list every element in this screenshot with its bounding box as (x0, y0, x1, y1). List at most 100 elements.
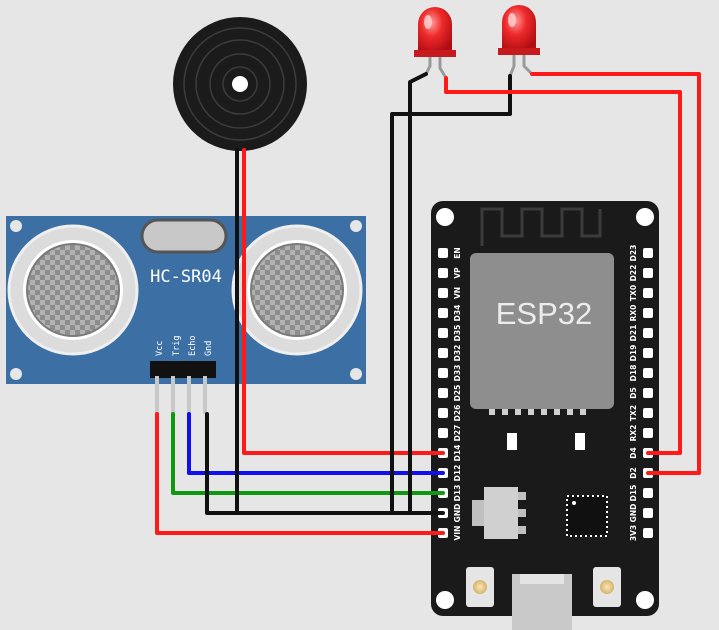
pin-pad-right-rx2[interactable] (643, 428, 653, 438)
mount-hole (436, 208, 454, 226)
pin-pad-right-d5[interactable] (643, 388, 653, 398)
pin-pad-left-d33[interactable] (438, 368, 448, 378)
wire-vcc-vin[interactable] (155, 412, 445, 535)
pin-pad-left-d32[interactable] (438, 348, 448, 358)
pin-label-left-d32: D32 (453, 345, 462, 362)
pin-vcc[interactable] (155, 376, 159, 414)
pin-label-left-d27: D27 (453, 425, 462, 442)
pin-pad-left-en[interactable] (438, 248, 448, 258)
led-2-body (502, 5, 536, 50)
pin-gnd[interactable] (203, 376, 207, 414)
pin-label-right-d2: D2 (629, 467, 638, 478)
pin-pad-left-d34[interactable] (438, 308, 448, 318)
pin-label-right-gnd: GND (629, 504, 638, 523)
pin-label-right-d19: D19 (629, 345, 638, 362)
pin-label-right-tx2: TX2 (629, 405, 638, 421)
wires (155, 72, 701, 535)
wire-led2-d2[interactable] (530, 72, 701, 475)
wire-echo-d12[interactable] (187, 412, 445, 475)
led-smd (575, 433, 585, 450)
crystal-oscillator (140, 218, 228, 254)
pin-label-right-d5: D5 (629, 387, 638, 398)
mount-hole (350, 368, 362, 380)
wire-gnd-gnd[interactable] (205, 412, 445, 515)
pin-pad-left-d25[interactable] (438, 388, 448, 398)
pin-pad-right-d21[interactable] (643, 328, 653, 338)
led-smd (507, 433, 517, 450)
pin-label-right-d15: D15 (629, 485, 638, 502)
pin-label-vcc: Vcc (155, 341, 165, 356)
pin-pad-right-d23[interactable] (643, 248, 653, 258)
pin-pad-right-d19[interactable] (643, 348, 653, 358)
pin-label-left-vn: VN (453, 287, 462, 299)
pin-label-right-d4: D4 (629, 447, 638, 458)
pin-pad-right-tx2[interactable] (643, 408, 653, 418)
pin-label-left-d35: D35 (453, 325, 462, 342)
pin-pad-left-d35[interactable] (438, 328, 448, 338)
pin-pad-left-d26[interactable] (438, 408, 448, 418)
pin-pad-right-d18[interactable] (643, 368, 653, 378)
pin-echo[interactable] (187, 376, 191, 414)
pin-pad-right-3v3[interactable] (643, 528, 653, 538)
pin-label-right-d22: D22 (629, 265, 638, 282)
pin-label-left-d34: D34 (453, 305, 462, 322)
pin-label-right-d23: D23 (629, 245, 638, 262)
wire-buzzer-d14[interactable] (242, 148, 445, 455)
pin-label-left-en: EN (453, 247, 462, 258)
led-1[interactable] (414, 7, 456, 79)
mount-hole (10, 220, 22, 232)
pin-pad-right-gnd[interactable] (643, 508, 653, 518)
mount-hole (636, 208, 654, 226)
boot-button[interactable] (466, 567, 494, 607)
mount-hole (436, 591, 454, 609)
pin-label-left-d33: D33 (453, 365, 462, 382)
esp32-chip: ESP32 (470, 253, 614, 415)
buzzer[interactable] (173, 17, 307, 151)
pin-label-left-d25: D25 (453, 385, 462, 402)
pin-pad-left-vp[interactable] (438, 268, 448, 278)
pin-pad-right-d15[interactable] (643, 488, 653, 498)
sensor-title: HC-SR04 (150, 267, 222, 287)
pin-label-trig: Trig (172, 336, 182, 356)
left-transducer (7, 224, 139, 356)
pin-label-right-3v3: 3V3 (629, 525, 638, 541)
pin-label-left-vin: VIN (453, 526, 462, 541)
chip-label: ESP32 (496, 296, 593, 331)
mount-hole (10, 368, 22, 380)
left-pin-column: ENVPVND34D35D32D33D25D26D27D14D12D13GNDV… (438, 247, 462, 540)
pin-pad-right-tx0[interactable] (643, 288, 653, 298)
wire-trig-d13[interactable] (171, 412, 445, 495)
pin-label-left-d14: D14 (453, 445, 462, 462)
pin-label-right-d18: D18 (629, 365, 638, 382)
esp32-board[interactable]: ESP32 E (431, 201, 659, 630)
pin-label-echo: Echo (188, 336, 198, 356)
pin-label-right-d21: D21 (629, 325, 638, 342)
wire-led2-gnd[interactable] (390, 74, 512, 515)
pin-trig[interactable] (171, 376, 175, 414)
pin-header (150, 361, 216, 378)
mount-hole (636, 591, 654, 609)
antenna-trace (480, 207, 602, 246)
pin-label-left-d13: D13 (453, 485, 462, 502)
pin-label-right-rx2: RX2 (629, 425, 638, 442)
mount-hole (350, 220, 362, 232)
pin-label-left-vp: VP (453, 267, 462, 279)
pin-label-right-tx0: TX0 (629, 285, 638, 301)
en-button[interactable] (593, 567, 621, 607)
right-transducer (231, 224, 363, 356)
wire-led1-d4[interactable] (444, 76, 682, 455)
pin-label-gnd: Gnd (204, 341, 214, 356)
usb-serial-chip (566, 495, 608, 537)
pin-pad-right-d22[interactable] (643, 268, 653, 278)
wire-led1-gnd[interactable] (408, 72, 428, 515)
pin-pad-left-d27[interactable] (438, 428, 448, 438)
led-2[interactable] (498, 5, 540, 77)
pin-pad-left-vn[interactable] (438, 288, 448, 298)
pin-pad-right-rx0[interactable] (643, 308, 653, 318)
pin-label-left-gnd: GND (453, 504, 462, 523)
led-1-body (418, 7, 452, 52)
pin-label-right-rx0: RX0 (629, 305, 638, 322)
hc-sr04-sensor[interactable]: HC-SR04 Vcc Trig Echo Gnd (6, 216, 366, 414)
